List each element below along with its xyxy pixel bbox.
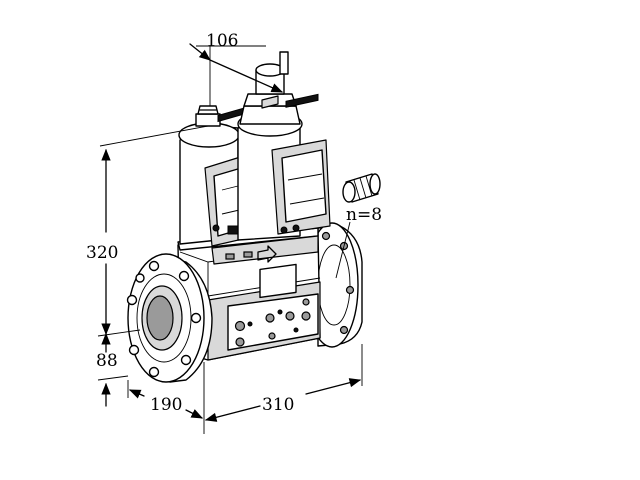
dim-label-320: 320 bbox=[86, 243, 118, 263]
terminal-panel bbox=[227, 263, 319, 351]
dimension-190 bbox=[127, 362, 205, 434]
cable-gland bbox=[342, 173, 381, 203]
screw-count-label: n=8 bbox=[346, 205, 382, 225]
screw-count-leader bbox=[335, 221, 351, 279]
dimension-106 bbox=[189, 43, 284, 106]
dim-label-88: 88 bbox=[96, 351, 118, 371]
right-solenoid-actuator bbox=[237, 51, 331, 241]
dim-label-190: 190 bbox=[150, 395, 182, 415]
flange-bolt-holes bbox=[126, 260, 202, 378]
dim-label-310: 310 bbox=[262, 395, 294, 415]
dim-label-106: 106 bbox=[206, 31, 238, 51]
inlet-flange bbox=[126, 253, 213, 383]
dimension-310 bbox=[204, 344, 363, 422]
dimension-88 bbox=[97, 332, 129, 407]
